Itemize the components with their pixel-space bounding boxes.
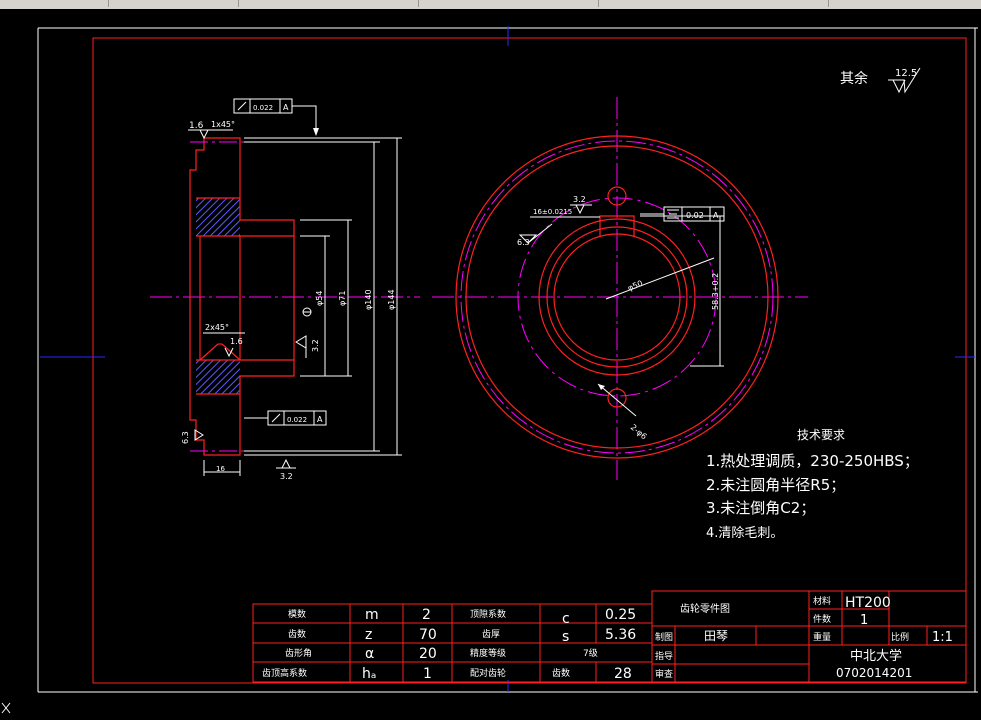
part-name: 齿轮零件图 [680,602,730,615]
bottom-roughness: 3.2 [280,472,293,481]
toolbar-tab[interactable] [418,0,599,7]
param-label: 齿形角 [285,647,312,659]
tech-title: 技术要求 [797,428,845,442]
drawing-canvas[interactable]: 其余 12.5 [0,9,981,716]
inner-chamfer: 2x45° [205,323,229,332]
tech-item-4: 4.清除毛刺。 [706,526,783,541]
default-roughness-value: 12.5 [895,68,917,79]
gear-front-view: φ50 58.3+0.2 16±0.0215 3.2 6.3 0.02 A [432,97,808,480]
keyway-tolerance: 16±0.0215 [533,208,572,216]
symmetry-frame: 0.02 A [640,206,725,222]
cad-toolbar [0,0,981,9]
drawn-label: 制图 [655,631,673,643]
bore-roughness: 3.2 [311,339,320,352]
default-roughness: 其余 12.5 [840,67,921,94]
param-label: 齿数 [288,628,306,640]
tech-item-1: 1.热处理调质，230-250HBS； [706,452,919,470]
param-symbol: α [365,646,374,662]
section-hatch [196,198,240,394]
param-value: 2 [422,607,431,623]
param-label2: 齿厚 [482,629,500,640]
param-value2: 5.36 [605,627,636,643]
toolbar-tab[interactable] [0,0,109,7]
param-label2: 配对齿轮 [470,667,506,679]
param-symbol: hₐ [362,666,376,682]
symmetry-value: 0.02 [686,211,704,220]
sheet-border [37,27,978,693]
keyway-roughness: 3.2 [573,195,586,204]
school-name: 中北大学 [850,648,902,664]
runout-bottom-datum: A [317,415,323,424]
toolbar-tab[interactable] [598,0,829,7]
gear-parameter-table: 模数 齿数 齿形角 齿顶高系数 顶隙系数 齿厚 精度等级 配对齿轮 齿数 7级 … [252,603,653,683]
param-symbol: z [365,627,372,643]
material-label: 材料 [813,595,831,607]
param-label2: 精度等级 [470,647,506,659]
param-value2: 7级 [583,647,598,659]
chamfer-top-spec: 1x45° [211,120,235,129]
param-value2: 0.25 [605,607,636,623]
datum-a-marker [302,307,312,317]
runout-bottom-value: 0.022 [287,416,307,424]
runout-top-datum: A [283,103,289,112]
quantity-label: 件数 [813,613,831,625]
student-id: 0702014201 [836,666,912,680]
tech-item-3: 3.未注倒角C2； [706,499,815,517]
param-symbol2: c [562,611,570,627]
tech-item-2: 2.未注圆角半径R5； [706,476,845,494]
side-roughness: 6.3 [181,431,190,444]
param-symbol2: s [562,629,569,645]
param-value: 20 [419,646,437,662]
toolbar-tab[interactable] [238,0,419,7]
dim-140: φ140 [364,289,373,310]
title-block: 齿轮零件图 材料 HT200 件数 1 制图 田琴 重量 比例 1:1 指导 审… [651,590,967,683]
guide-label: 指导 [655,650,673,662]
weight-label: 重量 [813,631,831,643]
param-label: 齿顶高系数 [262,667,307,679]
param-symbol: m [365,607,379,623]
default-roughness-label: 其余 [840,70,868,87]
param-value: 70 [419,627,437,643]
runout-frame-bottom: 0.022 A [244,410,327,426]
param-label: 模数 [288,608,306,620]
param-value2: 28 [614,666,632,682]
centering-marks [40,26,975,692]
dim-54: φ54 [315,291,324,306]
param-label2: 顶隙系数 [470,608,506,620]
param-symbol2: 齿数 [552,667,570,679]
review-label: 审查 [655,668,673,680]
scale-value: 1:1 [932,630,953,645]
dim-71: φ71 [338,291,347,306]
keyway-side-roughness: 6.3 [517,238,530,247]
quantity-value: 1 [860,613,868,628]
runout-top-value: 0.022 [253,104,273,112]
drawing-frame [92,37,967,684]
technical-requirements: 技术要求 1.热处理调质，230-250HBS； 2.未注圆角半径R5； 3.未… [706,428,919,541]
symmetry-datum: A [713,211,719,220]
material-value: HT200 [845,595,891,611]
scale-label: 比例 [891,631,909,643]
keyway-depth: 58.3+0.2 [711,273,720,310]
toolbar-tab[interactable] [108,0,239,7]
param-value: 1 [423,666,432,682]
bore-dim: φ50 [626,279,644,293]
inner-roughness: 1.6 [230,337,243,346]
dim-width: 16 [216,465,225,473]
dim-144: φ144 [387,289,396,310]
drawn-by: 田琴 [704,629,728,643]
hole-dim: 2-φ6 [629,423,649,442]
chamfer-top-roughness: 1.6 [189,121,204,131]
runout-frame-top: 0.022 A [233,98,319,136]
gear-section-view: φ54 φ71 φ140 φ144 16 1.6 1x45° 0.022 A [150,98,420,481]
ucs-icon [1,702,11,714]
